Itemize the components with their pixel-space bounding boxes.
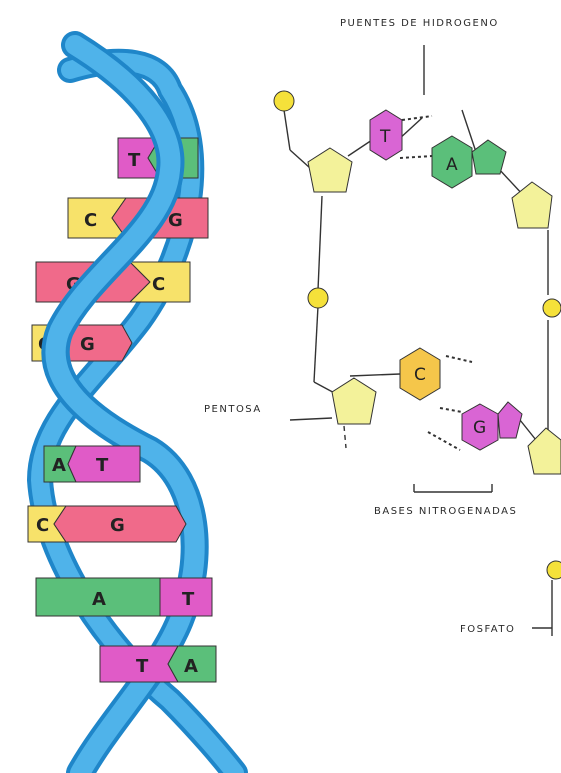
phosphate-circle bbox=[547, 561, 561, 579]
detail-base-label: T bbox=[379, 127, 391, 147]
rung-left-base: T bbox=[128, 150, 141, 171]
rung-left-base: A bbox=[52, 455, 66, 476]
rung-left-base: C bbox=[36, 515, 49, 536]
pentose-pentagon bbox=[332, 378, 376, 424]
base-pentagon-g bbox=[498, 402, 522, 438]
molecular-detail bbox=[284, 45, 552, 636]
pentose-pentagon bbox=[308, 148, 352, 192]
pentoses bbox=[308, 148, 561, 474]
phosphate-circle bbox=[308, 288, 328, 308]
helix-rung: C G bbox=[28, 506, 186, 542]
rung-right-base: T bbox=[96, 455, 109, 476]
helix-rung: A T bbox=[44, 446, 140, 482]
helix-rung: A T bbox=[36, 578, 212, 616]
label-pentose: PENTOSA bbox=[204, 404, 262, 415]
pentose-pentagon bbox=[528, 428, 561, 474]
base-pentagon-a bbox=[472, 140, 506, 174]
phosphate-circle bbox=[274, 91, 294, 111]
label-hydrogen-bonds: PUENTES DE HIDROGENO bbox=[340, 18, 499, 29]
label-nitrogen-bases: BASES NITROGENADAS bbox=[374, 506, 517, 517]
rung-right-base: A bbox=[184, 656, 198, 677]
phosphate-circle bbox=[543, 299, 561, 317]
rung-right-base: T bbox=[182, 589, 195, 610]
helix-rung: T A bbox=[100, 646, 216, 682]
label-phosphate: FOSFATO bbox=[460, 624, 515, 635]
rung-left-base: T bbox=[136, 656, 149, 677]
rung-right-base: C bbox=[152, 274, 165, 295]
detail-base-label: C bbox=[414, 365, 426, 385]
rung-left-base: A bbox=[92, 589, 106, 610]
rung-right-base: G bbox=[80, 334, 95, 355]
detail-base-label: A bbox=[446, 155, 458, 175]
detail-bases: T A C G bbox=[370, 110, 522, 450]
rung-right-base: G bbox=[110, 515, 125, 536]
detail-base-label: G bbox=[473, 418, 486, 438]
rung-left-base: C bbox=[84, 210, 97, 231]
